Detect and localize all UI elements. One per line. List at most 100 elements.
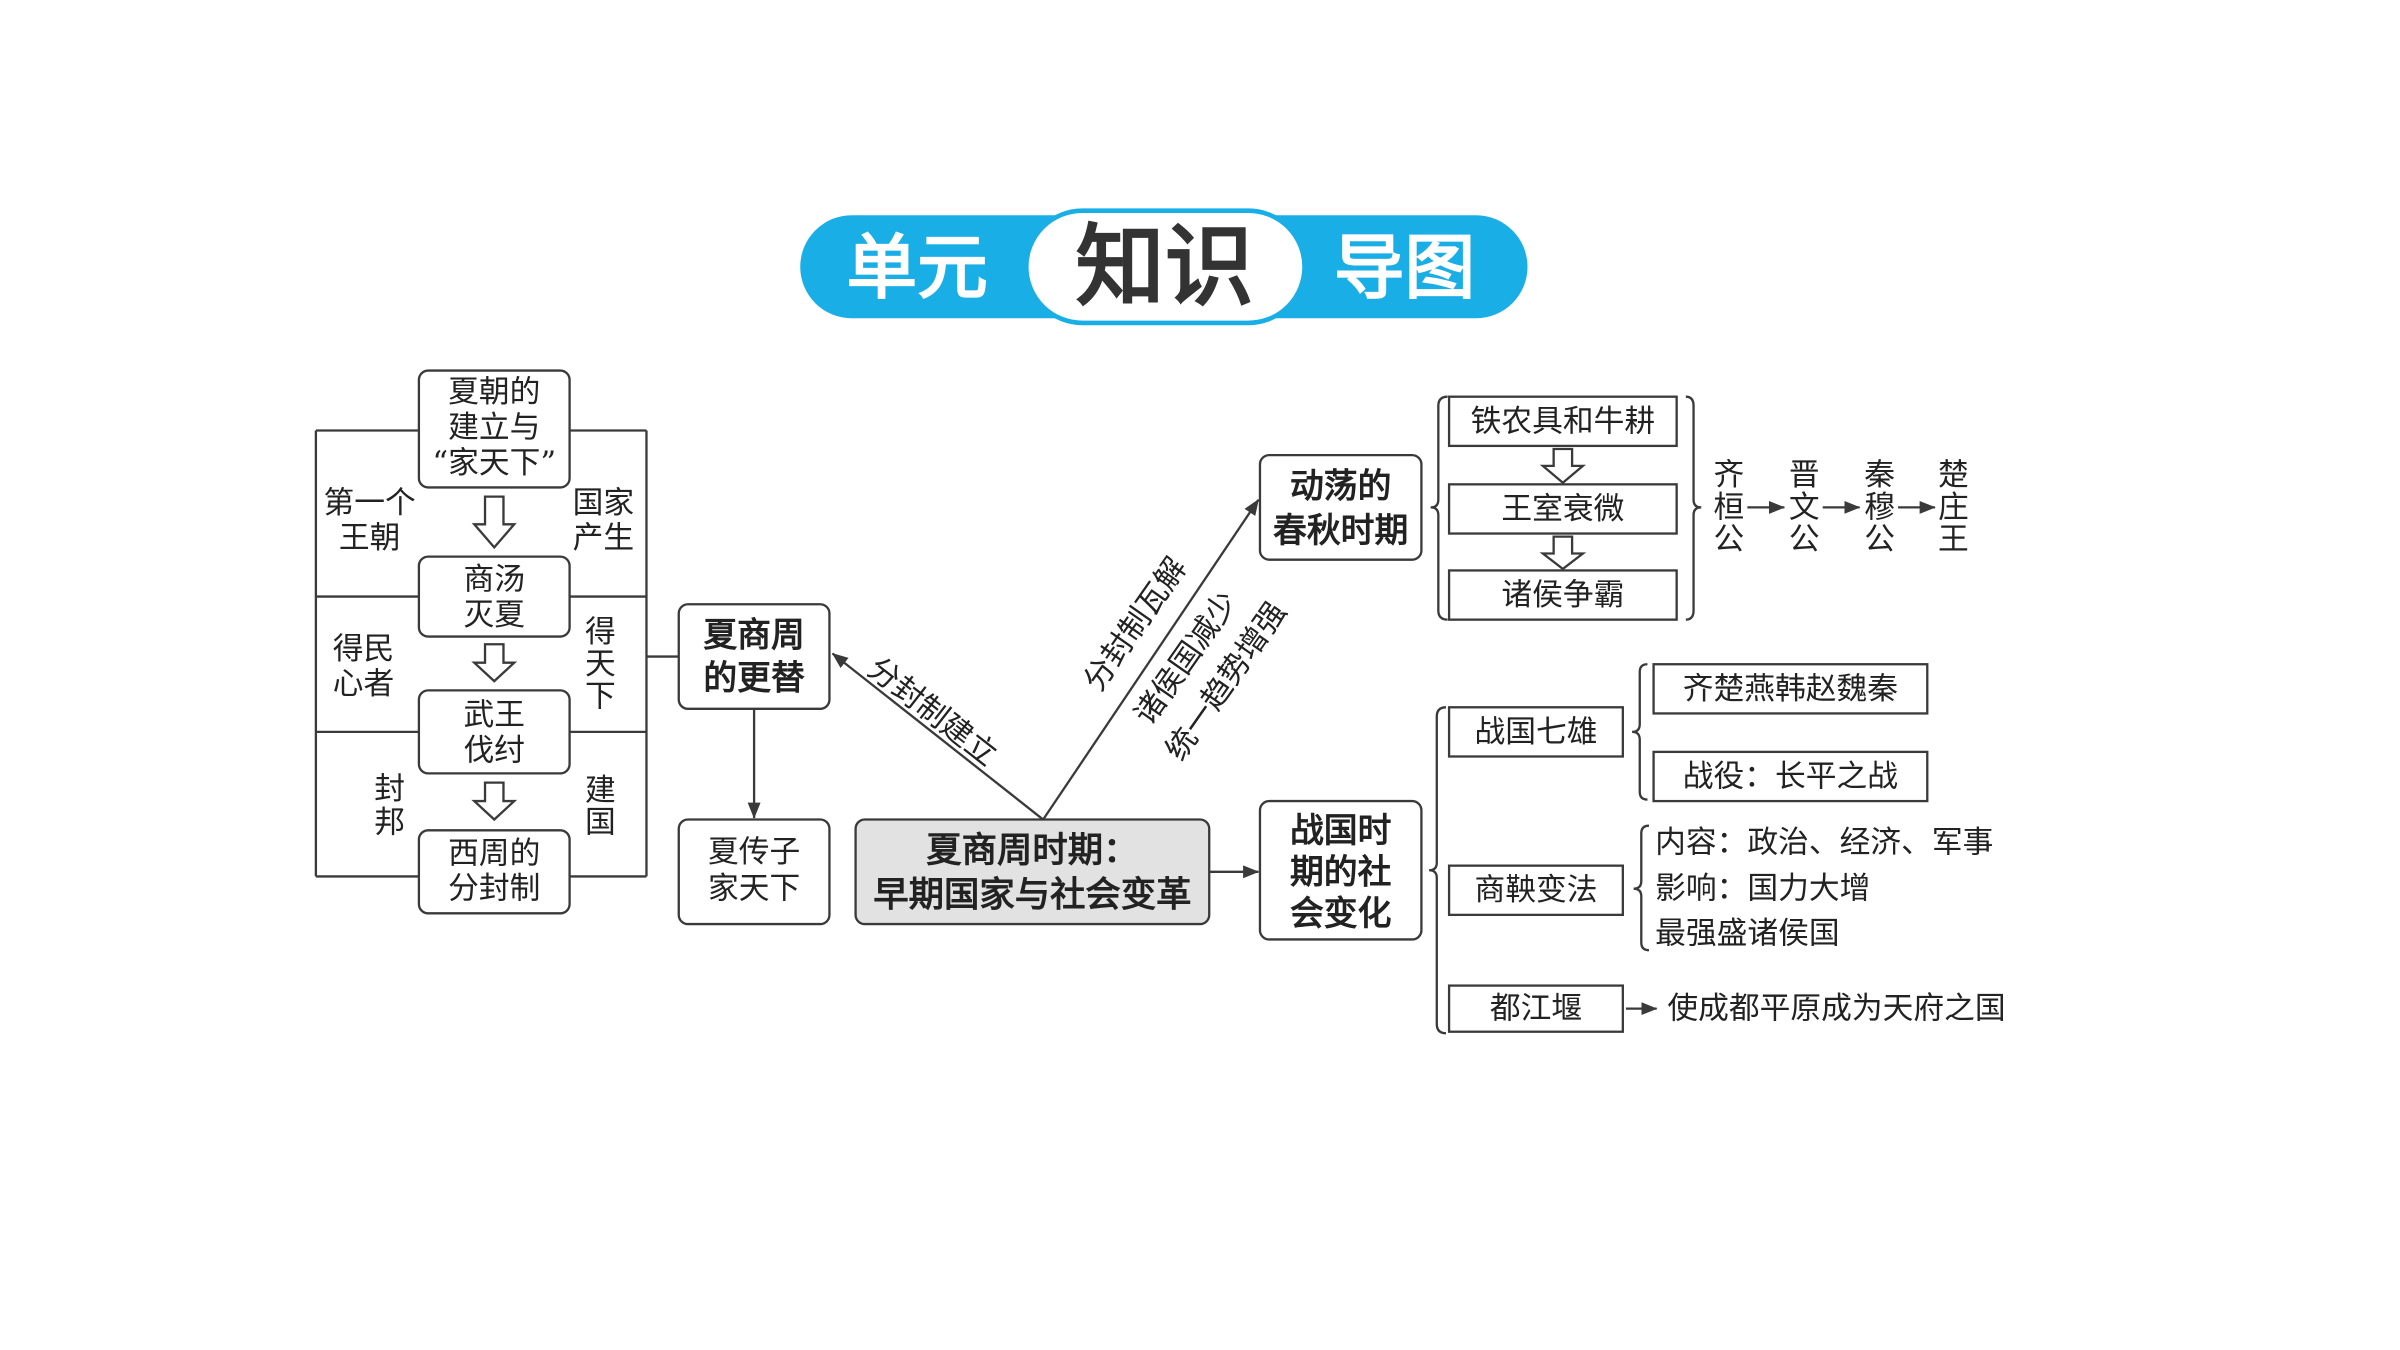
seven-powers-box-frame: [1447, 706, 1624, 758]
central-topic: 夏商周时期： 早期国家与社会变革: [854, 818, 1211, 926]
title-banner: 单元 知识 导图: [800, 208, 1528, 326]
xia-box-line: 夏传子: [708, 834, 800, 870]
down-block-arrow-icon: [1539, 447, 1587, 485]
title-left-text: 单元: [846, 226, 987, 309]
title-middle-text: 知识: [1075, 216, 1253, 320]
title-right-text: 导图: [1334, 226, 1475, 309]
hegemon-char: 桓: [1714, 489, 1745, 525]
spring-autumn-box-frame: [1258, 453, 1423, 561]
seven-powers-item: 战国七雄 齐楚燕韩赵魏秦 战役：长平之战: [1447, 663, 1929, 803]
warring-states-title-line: 战国时: [1290, 811, 1392, 850]
origin-box-line: 西周的: [448, 835, 540, 871]
edge-label-feudal-established: 分封制建立: [861, 650, 1004, 773]
hegemons: 齐 桓 公 晋 文 公 秦 穆 公 楚 庄 王: [1714, 457, 1969, 558]
succession-box-line: 夏商周: [703, 616, 804, 655]
central-topic-frame: [854, 818, 1211, 926]
title-highlight-oval: [1023, 208, 1307, 326]
central-topic-line: 早期国家与社会变革: [873, 874, 1191, 915]
seven-powers-detail-frame: [1652, 663, 1929, 715]
chain-box-frame: [1447, 395, 1678, 448]
shang-yang-item: 商鞅变法 内容：政治、经济、军事 影响：国力大增 最强盛诸侯国: [1447, 824, 1993, 952]
left-note-text: 邦: [374, 805, 405, 841]
spring-autumn-left-brace: [1430, 395, 1448, 621]
hegemon-char: 庄: [1938, 489, 1969, 525]
seven-powers-brace: [1631, 663, 1648, 801]
central-to-succession-arrow: [831, 652, 1044, 821]
right-notes: 国家 产生 得 天 下 建 国: [573, 485, 635, 841]
chain-box-frame: [1447, 569, 1678, 621]
hegemon-char: 楚: [1938, 457, 1969, 493]
hegemon-char: 文: [1789, 489, 1820, 525]
right-note-text: 国家: [573, 485, 635, 521]
seven-powers-label: 战国七雄: [1474, 714, 1597, 750]
right-note-text: 下: [585, 679, 616, 715]
shang-yang-detail: 内容：政治、经济、军事: [1655, 825, 1993, 861]
origin-box-xia-founding: 夏朝的 建立与 “家天下”: [417, 369, 571, 489]
origin-box-line: 建立与: [448, 409, 540, 445]
origin-box-frame: [417, 555, 571, 638]
chain-box-frame: [1447, 483, 1678, 535]
xia-box-line: 家天下: [708, 871, 800, 907]
left-note-text: 心者: [333, 666, 395, 702]
hegemon-char: 晋: [1789, 457, 1820, 493]
central-topic-line: 夏商周时期：: [926, 830, 1138, 871]
origin-box-frame: [417, 369, 571, 489]
hegemon-char: 齐: [1714, 457, 1745, 493]
left-note-text: 王朝: [339, 520, 401, 556]
succession-box: 夏商周 的更替: [677, 603, 831, 710]
hegemon-char: 穆: [1864, 489, 1895, 525]
xia-box-frame: [677, 818, 831, 926]
origin-box-wu-wang: 武王 伐纣: [417, 689, 571, 775]
shang-yang-label: 商鞅变法: [1474, 872, 1597, 908]
origin-box-line: 伐纣: [463, 732, 525, 768]
seven-powers-detail-frame: [1652, 750, 1929, 803]
origin-box-line: “家天下”: [432, 445, 556, 481]
shang-yang-box-frame: [1447, 864, 1624, 917]
left-note-text: 得民: [333, 631, 395, 667]
dujiangyan-item: 都江堰 使成都平原成为天府之国: [1447, 984, 2006, 1033]
central-to-spring-autumn-arrow: [1042, 499, 1260, 821]
dujiangyan-box-frame: [1447, 984, 1624, 1033]
right-note-text: 国: [585, 805, 616, 841]
left-note-text: 封: [374, 771, 405, 807]
origin-box-line: 灭夏: [463, 597, 525, 633]
hegemon-char: 公: [1789, 522, 1820, 558]
seven-powers-battle: 战役：长平之战: [1683, 758, 1898, 794]
xia-box: 夏传子 家天下: [677, 818, 831, 926]
succession-box-line: 的更替: [703, 659, 805, 698]
right-note-text: 建: [585, 772, 616, 808]
chain-box-hegemony-contest: 诸侯争霸: [1501, 577, 1624, 613]
warring-states-title-line: 会变化: [1290, 894, 1392, 933]
origin-box-shang-tang: 商汤 灭夏: [417, 555, 571, 638]
hegemon-char: 王: [1938, 522, 1969, 558]
shang-yang-detail: 最强盛诸侯国: [1655, 915, 1840, 951]
spring-autumn-title-line: 动荡的: [1290, 466, 1391, 505]
shang-yang-brace: [1633, 824, 1650, 952]
right-note-text: 得: [585, 614, 616, 650]
dujiangyan-label: 都江堰: [1490, 991, 1582, 1027]
down-block-arrow-icon: [471, 643, 518, 683]
origin-box-frame: [417, 829, 571, 915]
spring-autumn-box: 动荡的 春秋时期: [1258, 453, 1423, 561]
spring-autumn-right-brace: [1685, 395, 1702, 621]
spring-autumn-title-line: 春秋时期: [1273, 511, 1408, 550]
down-block-arrow-icon: [1539, 535, 1587, 571]
left-note-text: 第一个: [324, 485, 416, 521]
origin-box-western-zhou: 西周的 分封制: [417, 829, 571, 915]
hegemon-char: 公: [1714, 522, 1745, 558]
hegemon-char: 公: [1864, 522, 1895, 558]
down-block-arrow-icon: [471, 781, 518, 822]
origin-box-line: 分封制: [448, 871, 540, 907]
warring-states-title-line: 期的社: [1290, 852, 1391, 891]
origin-box-frame: [417, 689, 571, 775]
seven-powers-states: 齐楚燕韩赵魏秦: [1683, 671, 1898, 707]
origin-box-line: 夏朝的: [448, 374, 540, 410]
warring-states-brace: [1429, 706, 1447, 1035]
warring-states-box: 战国时 期的社 会变化: [1258, 799, 1423, 941]
warring-states-box-frame: [1258, 799, 1423, 941]
origin-frame: [314, 429, 679, 878]
dujiangyan-result: 使成都平原成为天府之国: [1667, 991, 2005, 1027]
left-notes: 第一个 王朝 得民 心者 封 邦: [324, 485, 416, 841]
spring-autumn-chain: 铁农具和牛耕 王室衰微 诸侯争霸: [1447, 395, 1678, 621]
